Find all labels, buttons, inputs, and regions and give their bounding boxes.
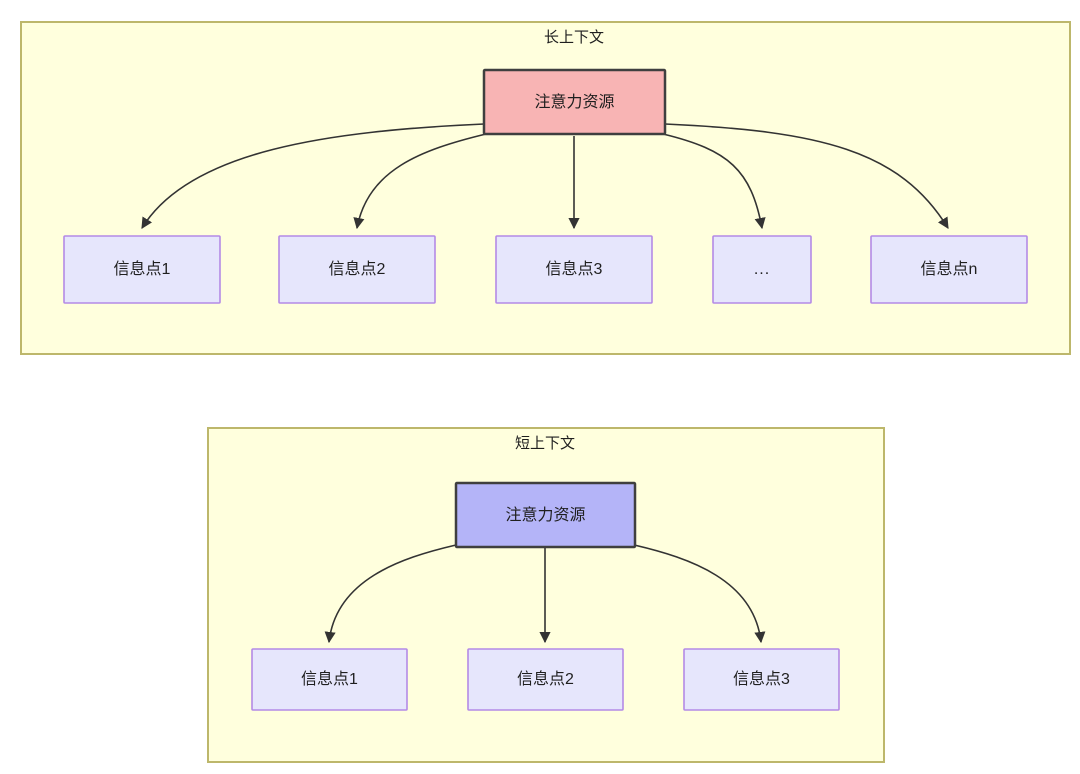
edge-long-attention-to-info-ellipsis — [662, 133, 766, 230]
edge-long-attention-to-info-n — [664, 123, 949, 229]
node-short-info-1-box[interactable] — [251, 648, 408, 711]
container-title-long-context: 长上下文 — [544, 29, 604, 46]
node-short-info-3[interactable]: 信息点3 — [683, 648, 840, 711]
node-long-attention[interactable]: 注意力资源 — [482, 68, 667, 136]
node-short-info-1-label: 信息点1 — [301, 670, 358, 688]
node-long-info-1-box[interactable] — [63, 235, 221, 304]
node-long-info-3-box[interactable] — [495, 235, 653, 304]
node-long-info-n-label: 信息点n — [921, 260, 978, 278]
edge-short-attention-to-info-3 — [633, 544, 766, 644]
container-short-context — [207, 427, 885, 763]
edges-long-context — [141, 123, 949, 230]
edge-long-attention-to-info-2 — [353, 133, 487, 230]
node-long-info-2-label: 信息点2 — [329, 260, 386, 278]
node-long-info-2[interactable]: 信息点2 — [278, 235, 436, 304]
edge-long-attention-to-info-1 — [141, 123, 485, 229]
node-short-info-2[interactable]: 信息点2 — [467, 648, 624, 711]
group-short-context: 短上下文 注意力资源 信息点1 信息点2 信息点3 — [207, 427, 885, 763]
node-long-info-n-box[interactable] — [870, 235, 1028, 304]
node-long-info-3[interactable]: 信息点3 — [495, 235, 653, 304]
node-long-info-1[interactable]: 信息点1 — [63, 235, 221, 304]
node-long-info-ellipsis[interactable]: ... — [712, 235, 812, 304]
node-long-attention-label: 注意力资源 — [534, 92, 614, 111]
node-short-info-2-box[interactable] — [467, 648, 624, 711]
node-short-attention-box[interactable] — [454, 481, 637, 549]
edge-short-attention-to-info-1 — [324, 544, 457, 644]
container-title-short-context: 短上下文 — [515, 435, 575, 452]
node-long-info-ellipsis-label: ... — [754, 261, 770, 278]
node-long-attention-box[interactable] — [482, 68, 667, 136]
node-short-info-2-label: 信息点2 — [517, 670, 574, 688]
node-short-info-3-box[interactable] — [683, 648, 840, 711]
node-short-attention[interactable]: 注意力资源 — [454, 481, 637, 549]
node-short-info-3-label: 信息点3 — [733, 670, 790, 688]
node-long-info-3-label: 信息点3 — [546, 260, 603, 278]
edges-short-context — [324, 544, 766, 644]
group-long-context: 长上下文 注意力资源 信息点1 信息点2 — [20, 21, 1071, 355]
node-long-info-2-box[interactable] — [278, 235, 436, 304]
node-short-info-1[interactable]: 信息点1 — [251, 648, 408, 711]
node-short-attention-label: 注意力资源 — [505, 505, 585, 524]
node-long-info-n[interactable]: 信息点n — [870, 235, 1028, 304]
node-long-info-1-label: 信息点1 — [114, 260, 171, 278]
node-long-info-ellipsis-box[interactable] — [712, 235, 812, 304]
